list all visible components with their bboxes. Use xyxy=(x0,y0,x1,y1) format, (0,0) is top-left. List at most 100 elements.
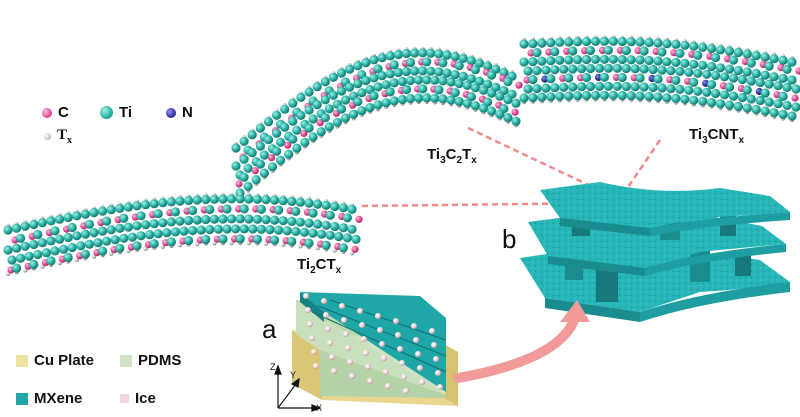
titanium-atom xyxy=(495,109,505,119)
titanium-atom xyxy=(29,219,39,230)
titanium-atom xyxy=(742,85,752,95)
titanium-atom xyxy=(599,90,610,100)
titanium-atom xyxy=(653,38,663,48)
titanium-atom xyxy=(559,82,569,92)
titanium-atom xyxy=(98,206,108,216)
titanium-atom xyxy=(519,93,529,103)
titanium-atom xyxy=(288,116,298,126)
titanium-atom xyxy=(418,48,428,58)
titanium-atom xyxy=(410,48,420,58)
titanium-atom xyxy=(201,234,211,245)
titanium-atom xyxy=(247,130,257,140)
titanium-atom xyxy=(405,57,416,68)
pdms-swatch xyxy=(120,354,132,367)
titanium-atom xyxy=(434,49,444,59)
titanium-atom xyxy=(261,215,271,225)
titanium-atom xyxy=(564,91,574,101)
process-arrow-head xyxy=(560,300,590,322)
titanium-atom xyxy=(244,214,254,224)
titanium-atom xyxy=(338,243,348,253)
titanium-atom xyxy=(657,65,667,75)
titanium-atom xyxy=(141,220,151,230)
titanium-atom xyxy=(689,41,699,51)
titanium-atom xyxy=(760,70,770,80)
ice-crystal xyxy=(311,349,317,355)
titanium-atom xyxy=(724,46,735,56)
titanium-atom xyxy=(166,237,176,247)
ice-crystal xyxy=(431,342,437,348)
titanium-atom xyxy=(532,84,542,94)
titanium-atom xyxy=(321,240,331,250)
titanium-atom xyxy=(351,234,361,244)
titanium-atom xyxy=(274,225,284,235)
carbon-atom xyxy=(791,94,799,102)
legend-ice: Ice xyxy=(120,390,156,407)
titanium-atom xyxy=(782,64,792,74)
ice-crystal xyxy=(367,378,373,384)
legend-nitrogen-label: N xyxy=(182,104,193,121)
titanium-atom xyxy=(179,226,189,236)
titanium-atom xyxy=(93,238,103,248)
titanium-atom xyxy=(519,57,529,67)
ice-crystal xyxy=(383,369,389,375)
ice-crystal xyxy=(429,328,435,334)
titanium-atom xyxy=(317,229,327,239)
titanium-atom xyxy=(635,91,645,101)
titanium-atom xyxy=(76,241,86,251)
titanium-atom xyxy=(693,86,703,96)
titanium-atom xyxy=(430,75,440,85)
titanium-atom xyxy=(603,81,614,91)
titanium-atom xyxy=(287,236,297,246)
ice-crystal xyxy=(411,323,417,329)
titanium-atom xyxy=(308,132,318,142)
titanium-atom xyxy=(308,228,318,238)
titanium-atom xyxy=(205,204,215,215)
titanium-atom xyxy=(617,72,627,83)
titanium-atom xyxy=(550,47,560,57)
layered-mxene-structure xyxy=(520,182,790,322)
ice-crystal xyxy=(331,368,337,374)
ice-crystal xyxy=(345,345,351,351)
titanium-atom xyxy=(170,227,180,237)
process-arrow xyxy=(453,313,580,383)
titanium-atom xyxy=(438,58,448,68)
titanium-atom xyxy=(357,88,367,98)
titanium-atom xyxy=(381,80,391,90)
titanium-atom xyxy=(755,95,765,106)
titanium-atom xyxy=(590,54,601,64)
carbon-atom xyxy=(351,245,359,253)
titanium-atom xyxy=(458,71,468,81)
legend-titanium-label: Ti xyxy=(119,104,133,121)
titanium-atom xyxy=(132,201,142,211)
titanium-atom xyxy=(248,224,258,234)
titanium-atom xyxy=(581,36,592,47)
titanium-atom xyxy=(239,172,249,182)
titanium-atom xyxy=(414,93,424,103)
titanium-atom xyxy=(153,229,163,239)
layer-middle-front xyxy=(548,256,645,276)
titanium-atom xyxy=(773,81,783,91)
titanium-atom xyxy=(46,256,56,266)
titanium-atom xyxy=(334,231,344,242)
legend-cu-plate-label: Cu Plate xyxy=(34,352,95,369)
ti2ctx-atomic-sheet xyxy=(3,192,363,277)
titanium-atom xyxy=(630,82,640,92)
titanium-atom xyxy=(252,234,262,244)
titanium-atom xyxy=(46,236,56,246)
nitrogen-atom-icon xyxy=(166,107,176,118)
ice-crystal xyxy=(435,370,441,376)
titanium-atom xyxy=(405,75,416,86)
layer-middle-side xyxy=(645,244,786,276)
titanium-atom xyxy=(630,64,640,74)
titanium-atom xyxy=(222,204,232,214)
mxene-swatch xyxy=(16,392,28,405)
titanium-atom xyxy=(381,98,391,108)
titanium-atom xyxy=(639,46,649,56)
termination-atom-icon xyxy=(44,133,51,140)
titanium-atom xyxy=(325,230,335,240)
connector-ti3cntx xyxy=(620,139,662,197)
titanium-atom xyxy=(707,43,717,54)
pillar-2 xyxy=(596,262,618,302)
titanium-atom xyxy=(67,242,77,253)
